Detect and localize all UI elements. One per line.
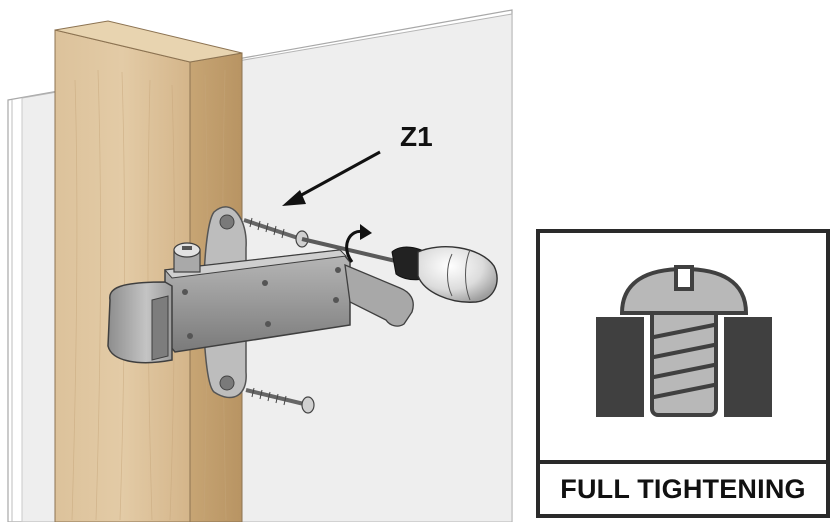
- screwdriver-icon: [301, 237, 498, 303]
- full-tightening-screw-icon: [596, 265, 772, 417]
- closer-device: [107, 242, 414, 364]
- rotation-arrow-icon: [345, 224, 372, 263]
- lock-cylinder: [173, 242, 201, 273]
- device-lever: [344, 263, 414, 327]
- lower-screw: [245, 387, 315, 414]
- full-tightening-panel: FULL TIGHTENING: [536, 229, 830, 518]
- device-end-cap: [107, 281, 173, 364]
- panel-caption: FULL TIGHTENING: [540, 460, 826, 514]
- upper-screw: [243, 217, 309, 248]
- callout-arrow-icon: [282, 150, 381, 206]
- callout-label: Z1: [400, 121, 433, 152]
